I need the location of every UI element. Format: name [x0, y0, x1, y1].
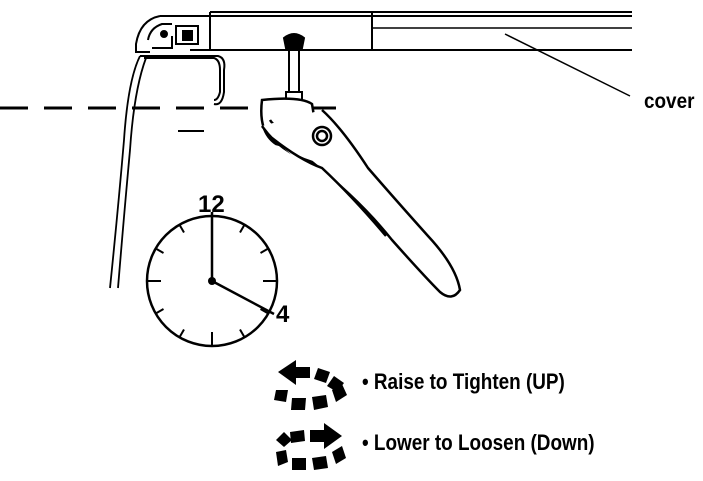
cover-leader-line	[504, 33, 631, 97]
fabric-valance	[109, 55, 147, 289]
legend-loosen-text: Lower to Loosen (Down)	[373, 430, 595, 455]
legend-loosen: • Lower to Loosen (Down)	[362, 432, 595, 454]
tension-lever	[260, 97, 462, 298]
legend-tighten-text: Raise to Tighten (UP)	[373, 369, 565, 394]
cover-rail	[209, 11, 632, 51]
end-profile	[135, 15, 226, 106]
clock-hour-hand	[211, 279, 275, 316]
legend-bullet: •	[362, 369, 369, 394]
clock-diagram	[145, 212, 279, 348]
cover-label: cover	[644, 90, 695, 113]
clock-four-label: 4	[276, 301, 290, 328]
legend-tighten: • Raise to Tighten (UP)	[362, 371, 565, 393]
legend-bullet: •	[362, 430, 369, 455]
counterclockwise-arrow-icon	[274, 360, 347, 410]
clockwise-arrow-icon	[276, 423, 346, 470]
adjustment-bolt	[282, 33, 306, 107]
clock-twelve-label: 12	[198, 191, 225, 218]
